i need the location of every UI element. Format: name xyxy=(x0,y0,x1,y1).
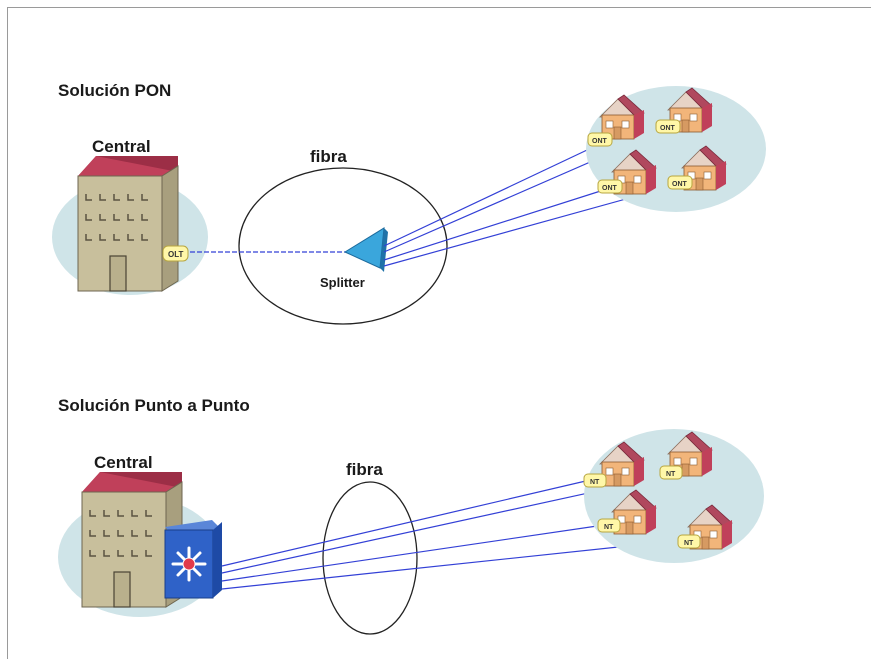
pon-fiber-label: fibra xyxy=(310,147,347,166)
p2p-central-label: Central xyxy=(94,453,153,472)
p2p-fiber-label: fibra xyxy=(346,460,383,479)
nt-tag-label: NT xyxy=(604,524,614,531)
switch-icon xyxy=(164,520,222,599)
nt-tag-label: NT xyxy=(684,540,694,547)
ont-tag: ONT xyxy=(597,179,623,194)
p2p-fiber xyxy=(221,524,605,582)
p2p-title: Solución Punto a Punto xyxy=(58,396,250,415)
pon-central-building xyxy=(77,155,179,292)
nt-tag-label: NT xyxy=(666,471,676,478)
ont-tag: ONT xyxy=(667,175,693,190)
pon-drop-fiber xyxy=(383,141,605,247)
splitter-label: Splitter xyxy=(320,275,365,290)
olt-tag: OLT xyxy=(162,245,189,262)
olt-tag-label: OLT xyxy=(168,250,184,259)
ont-tag-label: ONT xyxy=(660,125,676,132)
ont-tag: ONT xyxy=(655,119,681,134)
ont-tag: ONT xyxy=(587,132,613,147)
pon-drop-fiber xyxy=(383,187,611,261)
diagram-frame xyxy=(7,7,871,659)
nt-tag: NT xyxy=(677,534,701,549)
splitter-icon xyxy=(343,227,388,272)
p2p-fiber xyxy=(221,479,591,567)
ont-tag-label: ONT xyxy=(602,185,618,192)
p2p-fiber-bundle xyxy=(322,481,418,635)
p2p-fiber xyxy=(221,539,685,590)
ont-tag-label: ONT xyxy=(592,138,608,145)
pon-title: Solución PON xyxy=(58,81,171,100)
nt-tag: NT xyxy=(597,518,621,533)
nt-tag-label: NT xyxy=(590,479,600,486)
nt-tag: NT xyxy=(659,465,683,480)
ont-tag-label: ONT xyxy=(672,181,688,188)
nt-tag: NT xyxy=(583,473,607,488)
pon-fiber-ring xyxy=(238,167,448,325)
pon-central-label: Central xyxy=(92,137,151,156)
